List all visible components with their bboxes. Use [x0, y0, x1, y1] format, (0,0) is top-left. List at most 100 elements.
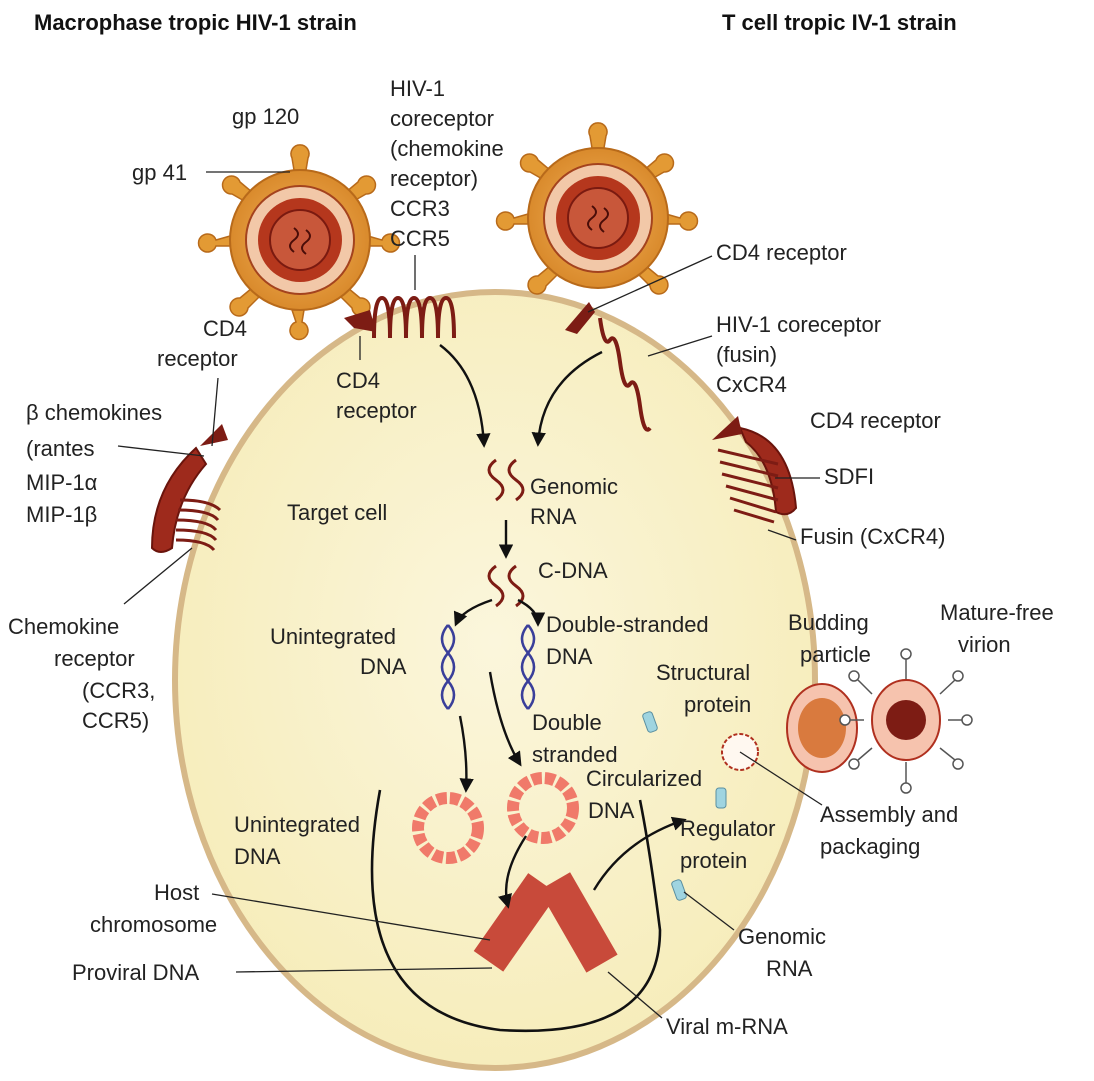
- svg-text:packaging: packaging: [820, 834, 920, 859]
- cxcr4-receptor-right: [712, 416, 798, 524]
- arrow-entry-left: [439, 344, 491, 448]
- genomic-rna-center-label: Genomic RNA: [530, 474, 618, 529]
- viral-mrna-label: Viral m-RNA: [666, 1014, 788, 1039]
- target-cell-body: [172, 289, 818, 1071]
- cd4-receptor-inner-label: CD4 receptor: [336, 368, 417, 423]
- svg-text:β chemokines: β chemokines: [26, 400, 162, 425]
- double-stranded-dna-top-label: Double-stranded DNA: [546, 612, 709, 669]
- arrow-to-unintegrated: [453, 598, 493, 627]
- chemokine-receptor-label: Chemokine receptor (CCR3, CCR5): [8, 614, 155, 733]
- proviral-dna-label: Proviral DNA: [72, 960, 199, 985]
- svg-text:Unintegrated: Unintegrated: [234, 812, 360, 837]
- svg-text:Budding: Budding: [788, 610, 869, 635]
- integration-loop: [370, 789, 662, 1033]
- svg-text:(rantes: (rantes: [26, 436, 94, 461]
- svg-text:CD4: CD4: [203, 316, 247, 341]
- arrow-to-double-stranded: [517, 598, 546, 627]
- svg-text:receptor: receptor: [336, 398, 417, 423]
- svg-text:DNA: DNA: [588, 798, 635, 823]
- virus-left: [197, 144, 401, 341]
- svg-text:Unintegrated: Unintegrated: [270, 624, 396, 649]
- structural-protein-icon: [642, 711, 658, 733]
- svg-text:stranded: stranded: [532, 742, 618, 767]
- arrow-to-ring-left: [458, 715, 474, 793]
- svg-text:CCR3: CCR3: [390, 196, 450, 221]
- target-cell-label: Target cell: [287, 500, 387, 525]
- budding-particle-label: Budding particle: [788, 610, 871, 667]
- svg-text:RNA: RNA: [766, 956, 813, 981]
- svg-text:(chemokine: (chemokine: [390, 136, 504, 161]
- svg-text:receptor): receptor): [390, 166, 478, 191]
- svg-text:MIP-1α: MIP-1α: [26, 470, 98, 495]
- budding-particle-icon: [786, 683, 858, 773]
- svg-text:(fusin): (fusin): [716, 342, 777, 367]
- svg-text:Regulator: Regulator: [680, 816, 775, 841]
- svg-text:Host: Host: [154, 880, 199, 905]
- mature-virion-icon: [839, 648, 973, 794]
- cd4-coreceptor-top-right: [565, 302, 652, 432]
- svg-text:Structural: Structural: [656, 660, 750, 685]
- cd4-receptor-top-right-label: CD4 receptor: [716, 240, 847, 265]
- double-stranded-circularized-label: Double stranded Circularized DNA: [532, 710, 702, 823]
- cd4-receptor-right-label: CD4 receptor: [810, 408, 941, 433]
- svg-text:(CCR3,: (CCR3,: [82, 678, 155, 703]
- svg-text:protein: protein: [680, 848, 747, 873]
- c-dna-label: C-DNA: [538, 558, 608, 583]
- unintegrated-dna-helix: [440, 624, 456, 710]
- beta-chemokines-label: β chemokines (rantes MIP-1α MIP-1β: [26, 400, 162, 527]
- svg-text:Genomic: Genomic: [530, 474, 618, 499]
- virus-right: [495, 122, 699, 295]
- svg-text:chromosome: chromosome: [90, 912, 217, 937]
- svg-text:Chemokine: Chemokine: [8, 614, 119, 639]
- fusin-label: Fusin (CxCR4): [800, 524, 945, 549]
- svg-text:CxCR4: CxCR4: [716, 372, 787, 397]
- svg-text:CD4: CD4: [336, 368, 380, 393]
- arrow-entry-right: [531, 350, 603, 447]
- svg-text:MIP-1β: MIP-1β: [26, 502, 97, 527]
- circularized-dna-ring: [507, 772, 579, 844]
- chemokine-receptor-left: [150, 424, 228, 553]
- sdfi-label: SDFI: [824, 464, 874, 489]
- unintegrated-dna-bottom-label: Unintegrated DNA: [234, 812, 360, 869]
- svg-text:particle: particle: [800, 642, 871, 667]
- svg-text:DNA: DNA: [234, 844, 281, 869]
- cd4-receptor-left-label: CD4 receptor: [157, 316, 247, 371]
- unintegrated-dna-top-label: Unintegrated DNA: [270, 624, 407, 679]
- genomic-rna-bottom-label: Genomic RNA: [738, 924, 826, 981]
- genomic-rna-strand: [487, 458, 525, 502]
- svg-text:Genomic: Genomic: [738, 924, 826, 949]
- svg-text:coreceptor: coreceptor: [390, 106, 494, 131]
- genomic-rna-protein-icon: [671, 879, 687, 901]
- svg-text:Double-stranded: Double-stranded: [546, 612, 709, 637]
- assembly-packaging-label: Assembly and packaging: [820, 802, 958, 859]
- gp120-label: gp 120: [232, 104, 299, 129]
- hiv-coreceptor-right-label: HIV-1 coreceptor (fusin) CxCR4: [716, 312, 881, 397]
- mature-free-virion-label: Mature-free virion: [940, 600, 1054, 657]
- arrow-to-ring-right: [488, 671, 522, 767]
- svg-text:Mature-free: Mature-free: [940, 600, 1054, 625]
- svg-text:Assembly and: Assembly and: [820, 802, 958, 827]
- svg-text:CCR5: CCR5: [390, 226, 450, 251]
- arrow-to-chromosome: [498, 835, 528, 909]
- svg-text:protein: protein: [684, 692, 751, 717]
- unintegrated-dna-ring: [412, 792, 484, 864]
- svg-text:HIV-1 coreceptor: HIV-1 coreceptor: [716, 312, 881, 337]
- svg-text:RNA: RNA: [530, 504, 577, 529]
- svg-text:virion: virion: [958, 632, 1011, 657]
- c-dna-strand: [487, 564, 525, 608]
- svg-text:Circularized: Circularized: [586, 766, 702, 791]
- svg-text:HIV-1: HIV-1: [390, 76, 445, 101]
- double-stranded-dna-helix: [520, 624, 536, 710]
- right-strain-header: T cell tropic IV-1 strain: [722, 10, 957, 35]
- coreceptor-left-label: HIV-1 coreceptor (chemokine receptor) CC…: [390, 76, 504, 251]
- svg-text:receptor: receptor: [54, 646, 135, 671]
- leader-lines: [117, 171, 823, 1019]
- svg-text:receptor: receptor: [157, 346, 238, 371]
- svg-text:Double: Double: [532, 710, 602, 735]
- svg-text:CCR5): CCR5): [82, 708, 149, 733]
- ccr5-coreceptor-top: [344, 295, 456, 339]
- svg-text:DNA: DNA: [360, 654, 407, 679]
- arrow-to-regulator: [592, 816, 687, 891]
- host-chromosome: [473, 872, 618, 973]
